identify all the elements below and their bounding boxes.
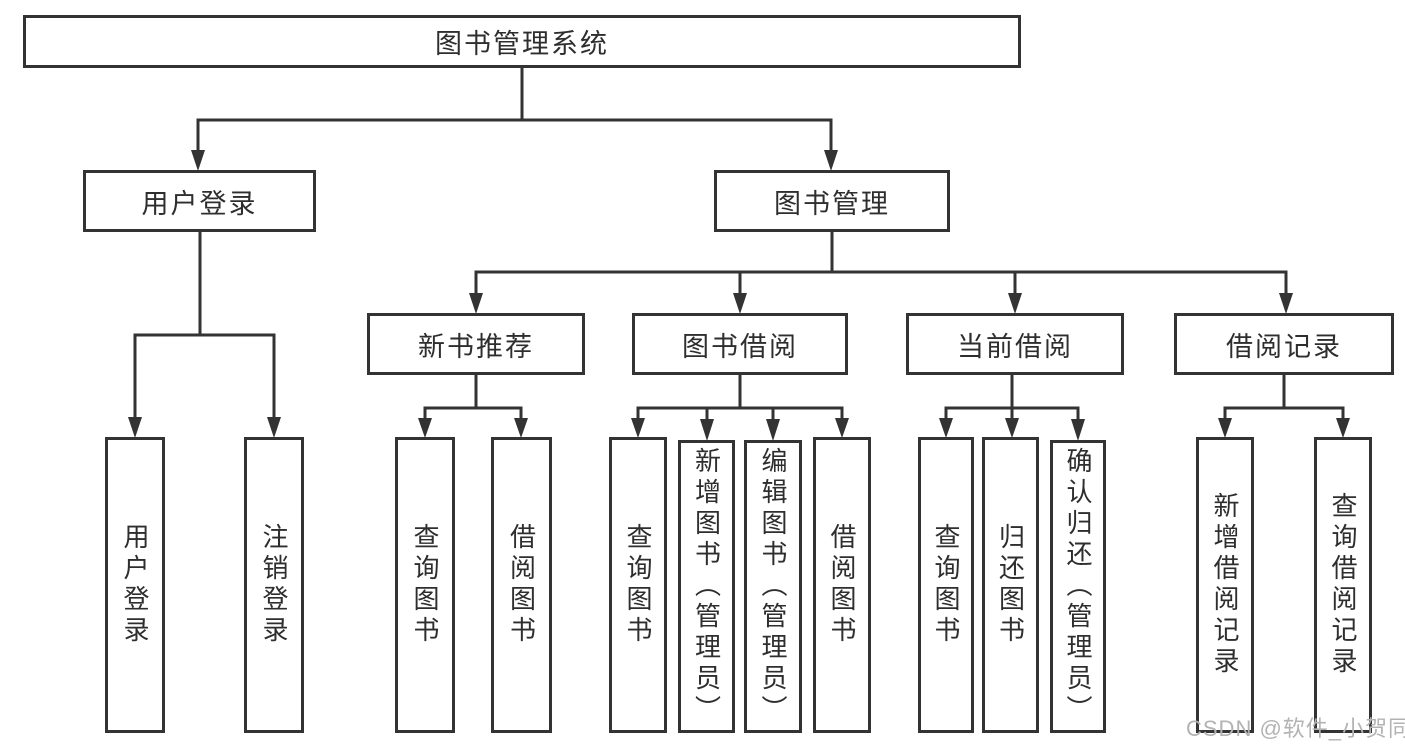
node-borrow-records: 借阅记录 — [1174, 313, 1394, 375]
node-new-book-recommend: 新书推荐 — [367, 313, 585, 375]
leaf-query-books-borrow: 查询图书 — [609, 437, 667, 733]
leaf-borrow-books: 借阅图书 — [813, 437, 871, 733]
connector-book-borrow-branch — [631, 374, 849, 441]
connector-borrow-records-branch — [1218, 374, 1350, 438]
connector-book-management-branch — [469, 231, 1293, 314]
csdn-watermark: CSDN @软件_小贺同学 — [1186, 716, 1405, 741]
node-user-login: 用户登录 — [83, 170, 316, 232]
leaf-add-book-admin: 新增图书（管理员） — [678, 440, 735, 733]
leaf-user-login: 用户登录 — [105, 437, 165, 733]
leaf-confirm-return-admin-label: 确认归还（管理员） — [1063, 447, 1093, 726]
leaf-add-book-admin-label: 新增图书（管理员） — [691, 447, 722, 726]
connector-new-book-branch — [418, 374, 528, 438]
leaf-return-books: 归还图书 — [982, 437, 1039, 733]
leaf-query-books-borrow-label: 查询图书 — [623, 523, 653, 647]
leaf-add-borrow-record-label: 新增借阅记录 — [1210, 492, 1240, 678]
leaf-query-books-recommend-label: 查询图书 — [410, 523, 440, 647]
connector-current-borrow-branch — [939, 374, 1085, 441]
node-library-system: 图书管理系统 — [23, 15, 1021, 68]
leaf-query-borrow-record: 查询借阅记录 — [1314, 437, 1372, 733]
leaf-edit-book-admin: 编辑图书（管理员） — [744, 440, 802, 733]
leaf-query-borrow-record-label: 查询借阅记录 — [1328, 492, 1358, 678]
leaf-borrow-books-recommend-label: 借阅图书 — [506, 523, 537, 647]
leaf-return-books-label: 归还图书 — [995, 523, 1026, 647]
node-current-borrow: 当前借阅 — [906, 313, 1124, 375]
leaf-add-borrow-record: 新增借阅记录 — [1196, 437, 1254, 733]
leaf-borrow-books-label: 借阅图书 — [827, 523, 857, 647]
leaf-query-books-recommend: 查询图书 — [395, 437, 455, 733]
leaf-user-login-label: 用户登录 — [120, 523, 150, 647]
leaf-edit-book-admin-label: 编辑图书（管理员） — [758, 447, 788, 726]
leaf-borrow-books-recommend: 借阅图书 — [491, 437, 552, 733]
connector-user-login-branch — [128, 231, 281, 438]
connector-root-to-level2 — [191, 66, 838, 171]
leaf-logout: 注销登录 — [244, 437, 304, 733]
node-book-management: 图书管理 — [714, 170, 950, 232]
leaf-query-books-current: 查询图书 — [918, 437, 974, 733]
leaf-query-books-current-label: 查询图书 — [931, 523, 961, 647]
leaf-confirm-return-admin: 确认归还（管理员） — [1050, 440, 1106, 733]
node-book-borrow: 图书借阅 — [632, 313, 848, 375]
leaf-logout-label: 注销登录 — [259, 523, 289, 647]
